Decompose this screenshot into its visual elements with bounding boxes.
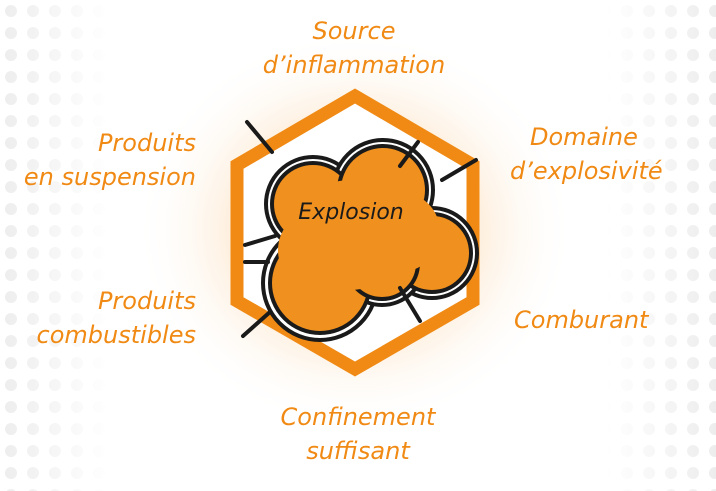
label-confinement-line1: Confinement [280,403,436,431]
label-domaine-explosivite: Domaine d’explosivité [510,120,710,188]
label-domaine-line2: d’explosivité [510,157,663,185]
label-combustibles-line2: combustibles [36,321,196,349]
label-confinement-suffisant: Confinement suffisant [248,400,468,468]
label-domaine-line1: Domaine [530,123,638,151]
spark-lines [241,120,478,338]
label-produits-combustibles: Produits combustibles [10,284,196,352]
label-confinement-line2: suffisant [306,437,410,465]
label-suspension-line1: Produits [97,129,196,157]
label-combustibles-line1: Produits [97,287,196,315]
label-suspension-line2: en suspension [23,163,196,191]
label-source-line1: Source [312,17,396,45]
label-source-inflammation: Source d’inflammation [234,14,474,82]
label-comburant-line1: Comburant [514,306,649,334]
label-comburant: Comburant [514,303,714,337]
label-produits-suspension: Produits en suspension [4,126,196,194]
background-dots-right [606,0,716,491]
background-dots-left [0,0,110,491]
explosion-cloud [261,138,479,342]
label-source-line2: d’inflammation [262,51,446,79]
center-label-explosion: Explosion [298,200,404,225]
